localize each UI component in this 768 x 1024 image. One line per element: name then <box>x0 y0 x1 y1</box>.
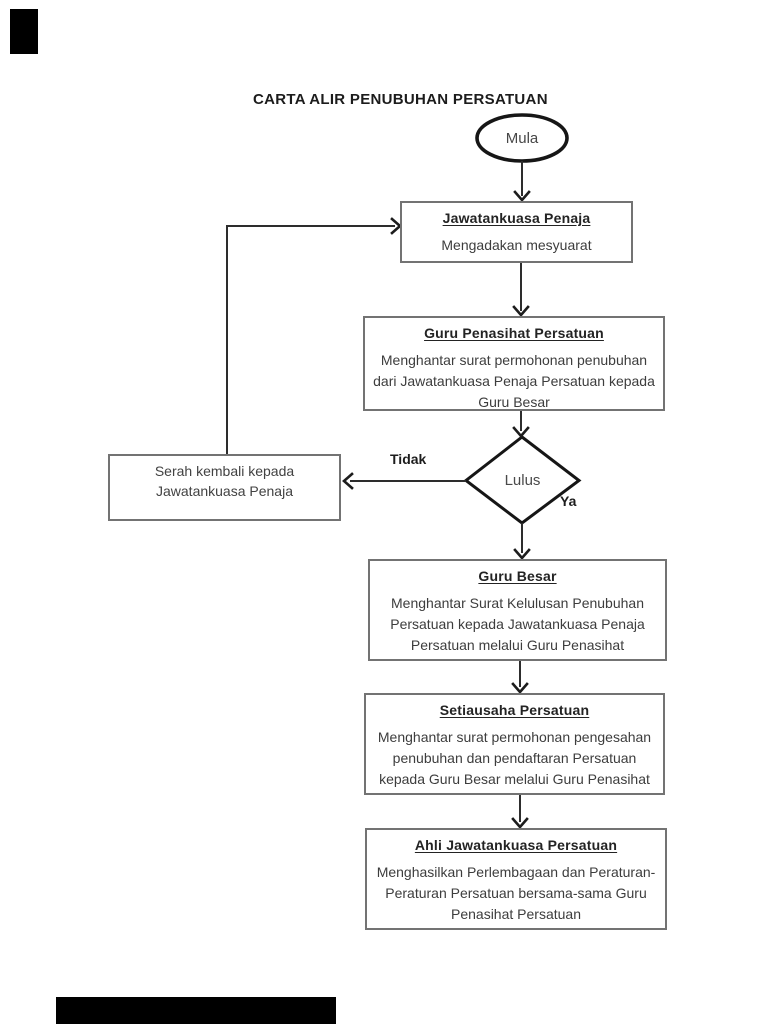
arrowhead-down-icon <box>511 682 529 694</box>
arrowhead-left-icon <box>342 472 354 490</box>
decision-node-lulus: Lulus <box>466 438 579 523</box>
node-title: Setiausaha Persatuan <box>439 702 590 718</box>
node-body: Mengadakan mesyuarat <box>441 237 592 253</box>
node-title: Jawatankuasa Penaja <box>442 210 591 226</box>
branch-label-no: Tidak <box>390 451 427 467</box>
page-title: CARTA ALIR PENUBUHAN PERSATUAN <box>253 91 548 108</box>
node-body: Menghantar surat permohonan penubuhan da… <box>373 352 655 410</box>
arrowhead-down-icon <box>512 305 530 317</box>
arrowhead-down-icon <box>511 817 529 829</box>
start-node-label: Mula <box>505 129 539 147</box>
node-title: Ahli Jawatankuasa Persatuan <box>414 837 618 853</box>
arrowhead-down-icon <box>512 426 530 438</box>
decision-label: Lulus <box>504 472 541 489</box>
start-node: Mula <box>477 116 567 160</box>
node-jawatankuasa-penaja: Jawatankuasa Penaja Mengadakan mesyuarat <box>400 201 633 263</box>
node-serah-kembali: Serah kembali kepada Jawatankuasa Penaja <box>108 454 341 521</box>
arrow-reject-to-penaja <box>226 225 395 454</box>
node-ahli-jawatankuasa-persatuan: Ahli Jawatankuasa Persatuan Menghasilkan… <box>365 828 667 930</box>
node-guru-penasihat-persatuan: Guru Penasihat Persatuan Menghantar sura… <box>363 316 665 411</box>
node-body: Menghasilkan Perlembagaan dan Peraturan-… <box>376 864 656 922</box>
node-body: Serah kembali kepada Jawatankuasa Penaja <box>154 463 295 499</box>
node-body: Menghantar surat permohonan pengesahan p… <box>377 729 652 787</box>
node-title: Guru Besar <box>478 568 557 584</box>
scan-artifact-top-left <box>10 9 38 54</box>
node-setiausaha-persatuan: Setiausaha Persatuan Menghantar surat pe… <box>364 693 665 795</box>
arrowhead-down-icon <box>513 548 531 560</box>
node-body: Menghantar Surat Kelulusan Penubuhan Per… <box>390 595 645 653</box>
node-title: Guru Penasihat Persatuan <box>424 325 604 341</box>
branch-label-yes: Ya <box>560 493 577 509</box>
scan-artifact-bottom <box>56 997 336 1024</box>
node-guru-besar: Guru Besar Menghantar Surat Kelulusan Pe… <box>368 559 667 661</box>
arrowhead-down-icon <box>513 190 531 202</box>
